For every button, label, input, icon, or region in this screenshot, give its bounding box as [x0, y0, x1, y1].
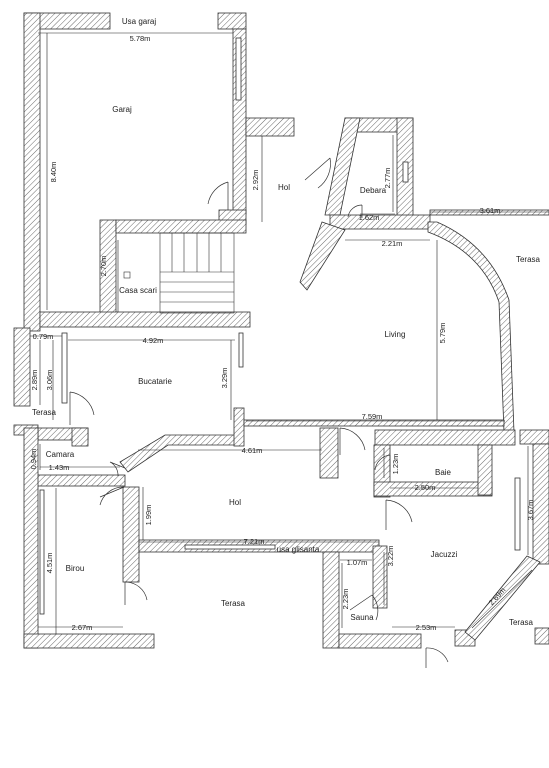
door-hol-left: [99, 486, 125, 506]
dim-bucatarie-w: 4.92m: [143, 336, 164, 345]
wall-camara-bottom: [34, 474, 126, 487]
dim-sauna-w: 1.07m: [347, 558, 368, 567]
label-usa-glisanta: usa glisanta: [277, 545, 320, 554]
wall-bottom-right: [534, 627, 549, 645]
dim-scari-h: 2.70m: [99, 256, 108, 277]
door-jacuzzi: [385, 499, 413, 530]
wall-debara-bottom: [329, 214, 431, 230]
wall-kitchen-left: [13, 327, 31, 407]
wall-sauna-right: [372, 545, 388, 609]
door-birou: [124, 581, 148, 605]
dim-garaj-h: 8.40m: [49, 162, 58, 183]
dim-322: 3.22m: [386, 546, 395, 567]
wall-sauna-left: [322, 551, 340, 649]
walls: [13, 12, 549, 649]
dim-camara-w: 1.43m: [49, 463, 70, 472]
label-living: Living: [385, 330, 406, 339]
window-kitchen-right: [238, 332, 244, 368]
window-debara: [402, 161, 409, 183]
dim-hol-h2: 1.99m: [144, 505, 153, 526]
dimension-lines: [30, 32, 549, 634]
dim-birou-w: 2.67m: [72, 623, 93, 632]
wall-jacuzzi-diagonal: [464, 555, 541, 641]
dim-terasa-w: 3.61m: [480, 206, 501, 215]
dim-baie-h: 1.23m: [391, 454, 400, 475]
dim-debara-w: 1.62m: [359, 213, 380, 222]
wall-hol-post: [233, 407, 245, 447]
label-jacuzzi: Jacuzzi: [431, 550, 458, 559]
door-kitchen-terasa: [69, 391, 95, 425]
door-living: [339, 427, 366, 455]
dim-jacuzzi-h: 3.67m: [526, 500, 535, 521]
dim-debara-h: 2.77m: [383, 168, 392, 189]
label-debara: Debara: [360, 186, 387, 195]
window-kitchen-left: [61, 332, 68, 404]
label-garaj: Garaj: [112, 105, 132, 114]
label-camara: Camara: [46, 450, 75, 459]
label-terasa-right-bottom: Terasa: [509, 618, 534, 627]
door-debara: [347, 204, 363, 218]
label-terasa-right-top: Terasa: [516, 255, 541, 264]
room-labels: Usa garaj Garaj Hol Debara Terasa Casa s…: [32, 17, 541, 627]
doors: [69, 157, 449, 668]
dim-289: 2.89m: [30, 370, 39, 391]
wall-sauna-bottom: [338, 633, 422, 649]
dim-329: 3.29m: [220, 368, 229, 389]
dim-living-w: 7.59m: [362, 412, 383, 421]
door-bottom: [425, 647, 449, 668]
wall-living-bottom: [243, 419, 505, 427]
dim-sauna-w2: 2.53m: [416, 623, 437, 632]
wall-hol-top-slant: [119, 434, 241, 473]
wall-stair-top: [115, 219, 247, 234]
wall-garage-left: [23, 12, 41, 332]
wall-terasa-top: [429, 209, 549, 216]
dim-sauna-h: 2.23m: [341, 589, 350, 610]
dim-306: 3.06m: [45, 370, 54, 391]
label-bucatarie: Bucatarie: [138, 377, 172, 386]
dim-hol-w: 4.61m: [242, 446, 263, 455]
wall-baie-top: [374, 429, 516, 446]
door-camara: [109, 461, 126, 477]
dim-baie-w: 2.50m: [415, 483, 436, 492]
door-garage-hol: [207, 181, 229, 210]
window-garage: [235, 37, 242, 101]
wall-living-angled: [299, 221, 346, 291]
dim-living-h: 5.79m: [438, 323, 447, 344]
wall-hol-top: [245, 117, 295, 137]
wall-birou-right: [122, 486, 140, 583]
label-hol-top: Hol: [278, 183, 290, 192]
wall-kitchen-top: [39, 311, 251, 328]
dim-079: 0.79m: [33, 332, 54, 341]
dim-birou-h: 4.51m: [45, 553, 54, 574]
staircase: [123, 232, 235, 314]
dim-hol-h: 2.92m: [251, 170, 260, 191]
door-sauna: [349, 594, 379, 621]
wall-garage-top-right: [217, 12, 247, 30]
dim-camara-h: 0.94m: [29, 449, 38, 470]
label-birou: Birou: [66, 564, 85, 573]
label-terasa-bottom: Terasa: [221, 599, 246, 608]
wall-birou-bottom: [23, 633, 155, 649]
dim-garaj-w: 5.78m: [130, 34, 151, 43]
wall-jacuzzi-right: [532, 443, 549, 565]
label-sauna: Sauna: [350, 613, 374, 622]
wall-camara-mid: [71, 427, 89, 447]
window-sliding-door: [184, 544, 276, 550]
door-hol-top: [304, 157, 331, 189]
label-hol-mid: Hol: [229, 498, 241, 507]
window-jacuzzi: [514, 477, 521, 551]
label-casa-scari: Casa scari: [119, 286, 157, 295]
window-birou: [39, 489, 45, 615]
label-usa-garaj: Usa garaj: [122, 17, 156, 26]
door-baie: [374, 454, 391, 472]
windows: [39, 37, 521, 615]
wall-living-pier: [319, 427, 339, 479]
wall-baie-right: [477, 444, 493, 496]
label-baie: Baie: [435, 468, 452, 477]
dim-terasa-len: 7.21m: [244, 537, 265, 546]
wall-right-top: [519, 429, 549, 445]
dim-living-top: 2.21m: [382, 239, 403, 248]
label-terasa-left: Terasa: [32, 408, 57, 417]
